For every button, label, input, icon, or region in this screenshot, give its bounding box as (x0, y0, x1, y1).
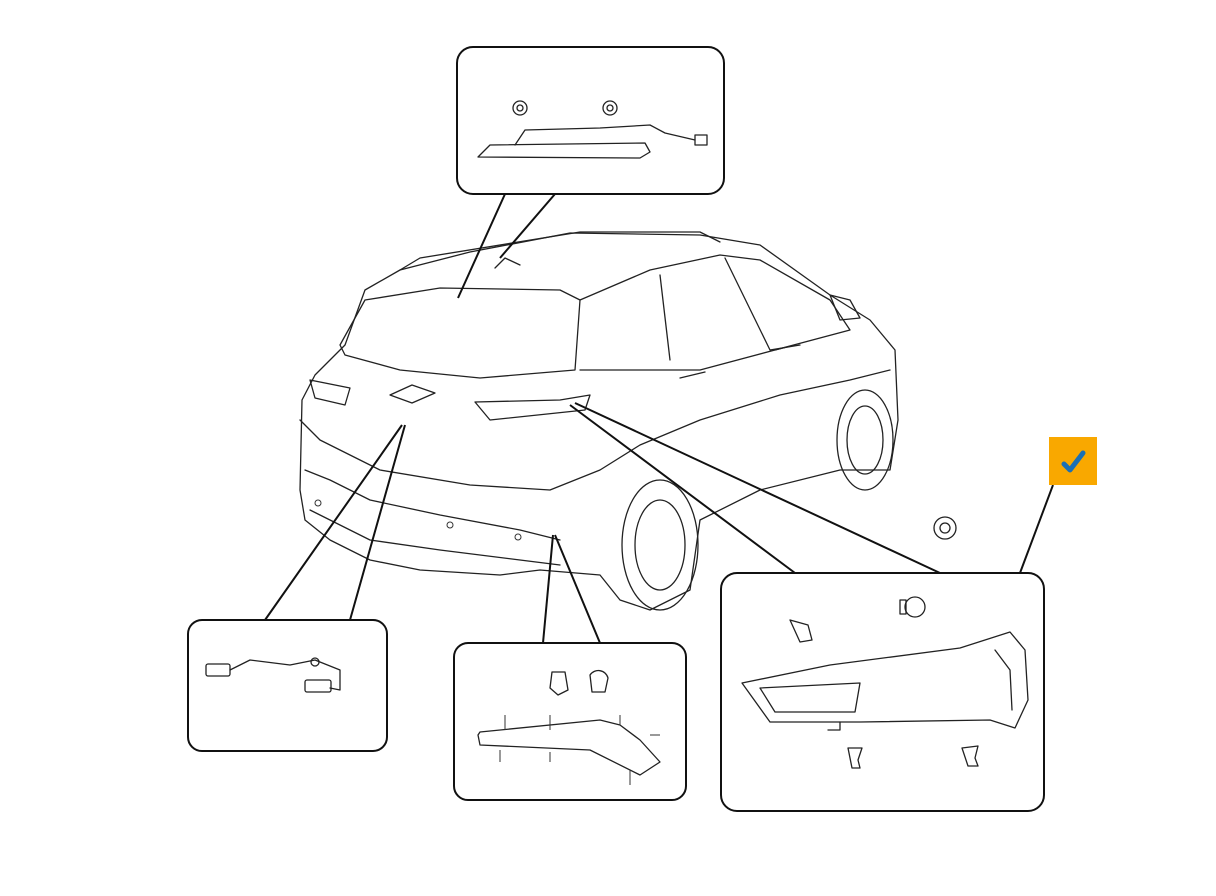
callout-tail-lamp-assembly[interactable] (720, 516, 1045, 812)
callout-rear-reflector-lamp[interactable] (453, 642, 687, 801)
checkmark-badge[interactable] (1049, 437, 1097, 485)
grommet (933, 516, 957, 540)
vehicle-illustration (299, 231, 899, 611)
callout-high-mount-stop-lamp[interactable] (456, 46, 725, 195)
checkmark-icon (1049, 437, 1097, 485)
callout-license-lamp-harness[interactable] (187, 619, 388, 752)
leader-lines (264, 193, 1054, 644)
